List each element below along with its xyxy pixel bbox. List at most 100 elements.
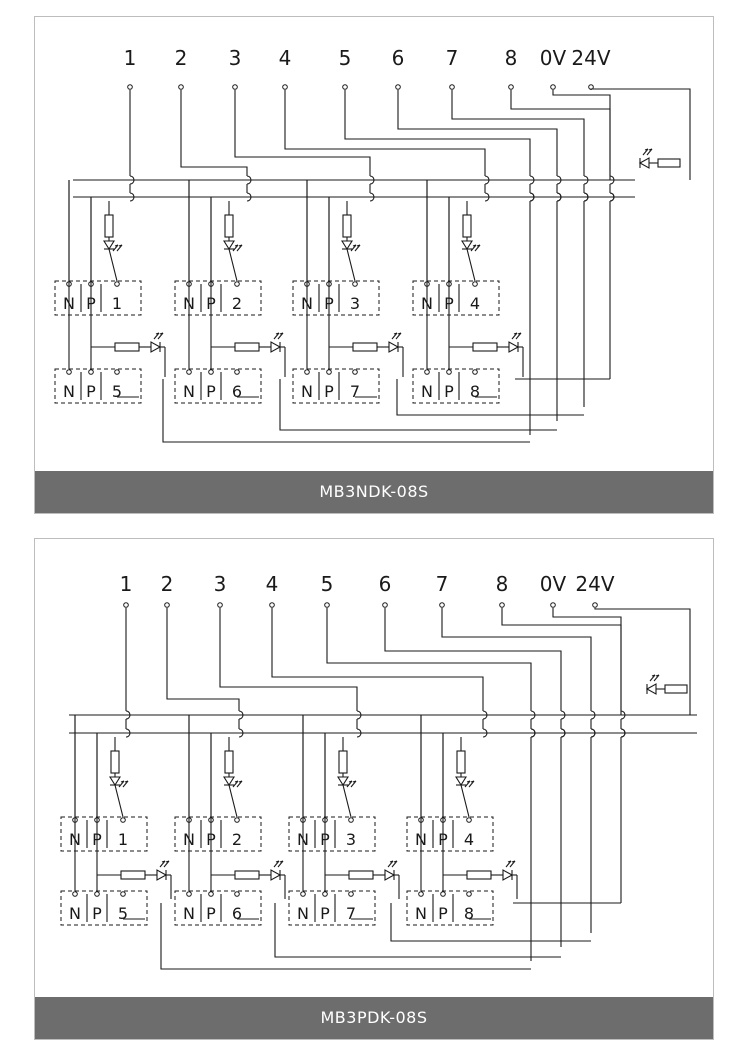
resistor-icon xyxy=(338,750,348,774)
light-emission-arrows-icon xyxy=(232,244,243,252)
led-icon xyxy=(645,674,660,695)
wire xyxy=(346,248,356,282)
terminal-label: 4 xyxy=(279,46,292,70)
wire xyxy=(356,244,361,247)
wire xyxy=(161,860,166,863)
terminal-label: 5 xyxy=(339,46,352,70)
relay-module-box xyxy=(288,890,376,926)
wire-crossover xyxy=(238,728,244,738)
wire-crossover xyxy=(482,728,488,738)
wire-crossover xyxy=(129,192,135,202)
wire xyxy=(273,860,280,868)
light-emission-arrows-icon xyxy=(232,780,243,788)
wire xyxy=(108,248,118,282)
terminal-point xyxy=(550,84,556,90)
terminal-point xyxy=(232,84,238,90)
light-emission-arrows-icon xyxy=(470,244,481,252)
relay-module-box xyxy=(54,368,142,404)
wire xyxy=(277,332,284,340)
terminal-label: 8 xyxy=(496,572,509,596)
led-icon xyxy=(341,240,361,252)
wire-crossover xyxy=(356,710,362,720)
wire xyxy=(159,860,166,868)
wire xyxy=(590,88,691,180)
terminal-point xyxy=(440,891,446,897)
wire xyxy=(236,780,243,788)
led-icon xyxy=(223,776,243,788)
light-emission-arrows-icon xyxy=(118,780,129,788)
wire xyxy=(348,780,353,783)
relay-module-box xyxy=(292,368,380,404)
module-p-label: P xyxy=(320,904,330,923)
terminal-point xyxy=(114,281,120,287)
terminal-point xyxy=(234,817,240,823)
terminal-point xyxy=(395,84,401,90)
terminal-label: 3 xyxy=(229,46,242,70)
wire-crossover xyxy=(246,175,252,185)
wire-crossover xyxy=(246,192,252,202)
terminal-point xyxy=(282,84,288,90)
wire xyxy=(273,332,280,340)
wire xyxy=(505,860,512,868)
module-number-label: 6 xyxy=(232,904,242,923)
terminal-point xyxy=(94,891,100,897)
terminal-point xyxy=(348,817,354,823)
wire-crossover xyxy=(583,175,589,185)
led-icon xyxy=(388,332,402,353)
terminal-point xyxy=(164,602,170,608)
led-icon xyxy=(455,776,475,788)
terminal-label: 1 xyxy=(120,572,133,596)
module-p-label: P xyxy=(206,904,216,923)
wire xyxy=(326,608,532,711)
module-number-label: 4 xyxy=(470,294,480,313)
resistor-icon xyxy=(110,750,120,774)
wire xyxy=(391,860,398,868)
wire xyxy=(232,780,239,788)
led-icon xyxy=(103,240,123,252)
wire xyxy=(274,903,561,958)
terminal-point xyxy=(72,891,78,897)
wire xyxy=(160,903,531,970)
terminal-label: 3 xyxy=(214,572,227,596)
wire xyxy=(509,860,516,868)
wire xyxy=(118,244,123,247)
wire xyxy=(474,244,481,252)
wire xyxy=(653,674,660,682)
terminal-label: 0V xyxy=(540,46,567,70)
wire xyxy=(396,379,584,416)
light-emission-arrows-icon xyxy=(346,780,357,788)
wire xyxy=(393,332,398,335)
wire-crossover xyxy=(560,710,566,720)
wire xyxy=(472,244,477,247)
terminal-label: 4 xyxy=(266,572,279,596)
resistor-icon xyxy=(104,214,114,238)
resistor-icon xyxy=(120,870,146,880)
terminal-point xyxy=(234,369,240,375)
resistor-icon xyxy=(348,870,374,880)
terminal-point xyxy=(217,602,223,608)
terminal-point xyxy=(208,369,214,375)
terminal-point xyxy=(352,369,358,375)
wire xyxy=(655,674,660,677)
wire xyxy=(390,903,591,942)
wire xyxy=(234,244,239,247)
terminal-point xyxy=(466,817,472,823)
wire xyxy=(511,860,516,863)
wire xyxy=(511,332,518,340)
wire xyxy=(342,784,352,818)
terminal-point xyxy=(508,84,514,90)
wire-crossover xyxy=(125,710,131,720)
module-number-label: 8 xyxy=(470,382,480,401)
terminal-label: 7 xyxy=(446,46,459,70)
led-icon xyxy=(508,332,522,353)
terminal-point xyxy=(449,84,455,90)
terminal-point xyxy=(439,602,445,608)
resistor-icon xyxy=(342,214,352,238)
terminal-point xyxy=(88,369,94,375)
wire xyxy=(180,90,248,176)
